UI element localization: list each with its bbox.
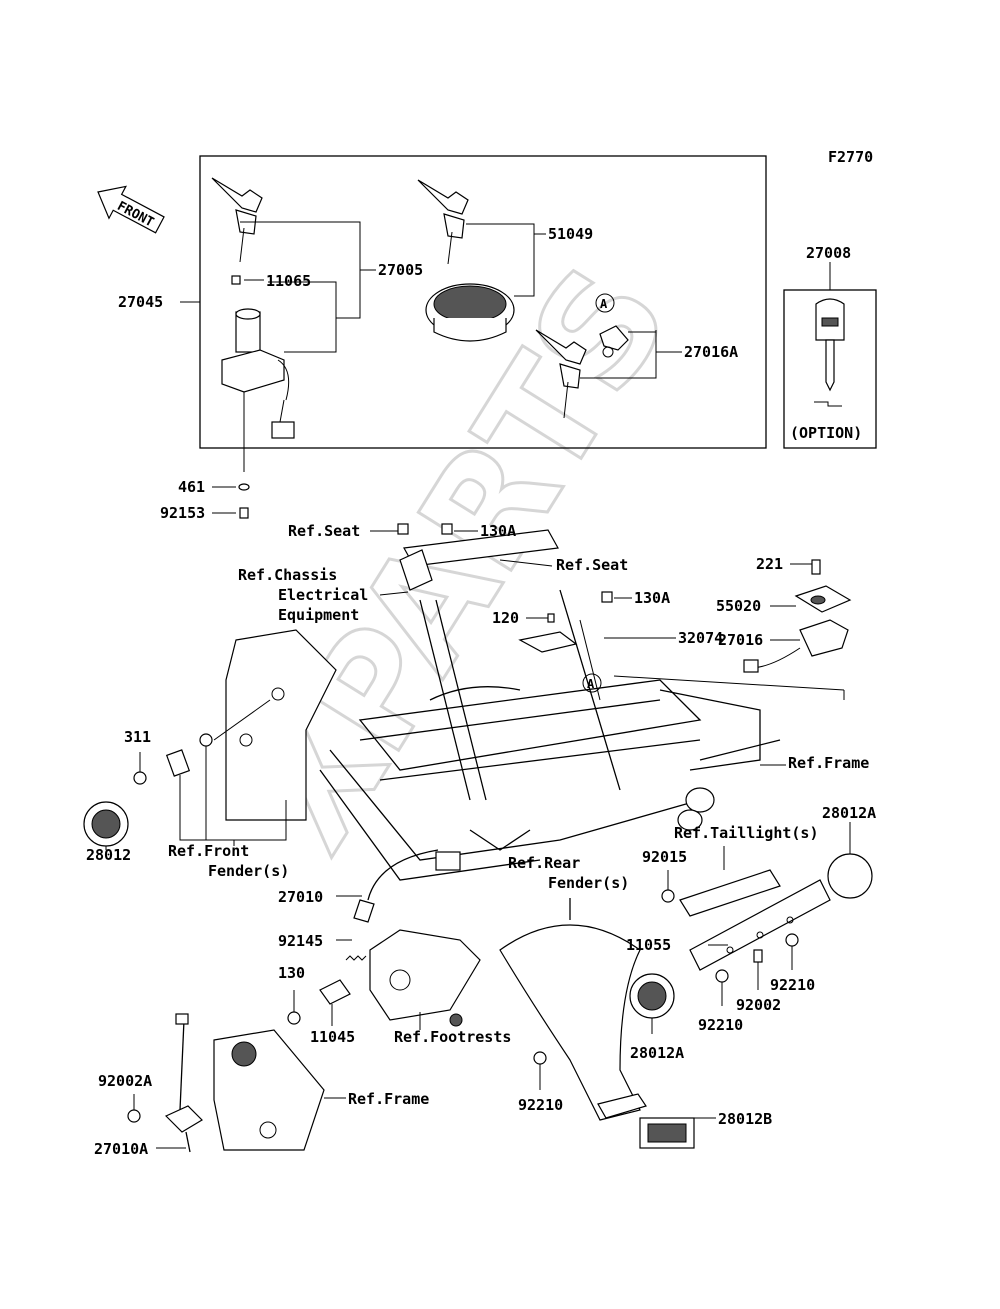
key-icon [535, 329, 587, 419]
frame-icon [319, 529, 845, 881]
callout-92210-2: 92210 [698, 1016, 743, 1034]
callout-27016: 27016 [718, 631, 763, 649]
seat-lock-cylinder-icon [743, 619, 849, 673]
callout-ref-chassis-2: Electrical [278, 586, 368, 604]
callout-32074: 32074 [678, 629, 723, 647]
callout-27005: 27005 [378, 261, 423, 279]
collar-icon [165, 749, 191, 777]
callout-92145: 92145 [278, 932, 323, 950]
callout-ref-front-fender-2: Fender(s) [208, 862, 289, 880]
seat-lock-icon [599, 325, 629, 358]
callout-28012A-2: 28012A [630, 1044, 684, 1062]
reflector-icon [83, 801, 129, 847]
callout-ref-taillight: Ref.Taillight(s) [674, 824, 819, 842]
callout-27010: 27010 [278, 888, 323, 906]
callout-92015: 92015 [642, 848, 687, 866]
footrest-icon [369, 929, 481, 1027]
reflector-icon [827, 853, 873, 899]
license-bracket-icon [679, 869, 831, 971]
callout-221: 221 [756, 555, 783, 573]
callout-130A-1: 130A [480, 522, 516, 540]
marker-a-label: A [587, 677, 595, 691]
callout-11065: 11065 [266, 272, 311, 290]
rear-sensor-icon [164, 1013, 203, 1153]
key-icon [417, 179, 469, 265]
callout-27008: 27008 [806, 244, 851, 262]
callout-130A-2: 130A [634, 589, 670, 607]
callout-ref-footrests: Ref.Footrests [394, 1028, 511, 1046]
seat-lock-cover-icon [794, 585, 852, 613]
callout-ref-frame-1: Ref.Frame [788, 754, 869, 772]
spring-icon [345, 955, 367, 961]
callout-28012: 28012 [86, 846, 131, 864]
callout-28012A-1: 28012A [822, 804, 876, 822]
nut-icon [133, 771, 147, 785]
fuel-cap-icon [425, 283, 515, 342]
washer-icon [199, 733, 213, 747]
nut-icon [533, 1051, 547, 1065]
callout-28012B: 28012B [718, 1110, 772, 1128]
side-stand-switch-icon [353, 849, 461, 923]
ignition-switch-icon [221, 275, 295, 439]
callout-ref-chassis-1: Ref.Chassis [238, 566, 337, 584]
callout-120: 120 [492, 609, 519, 627]
key-icon [211, 177, 263, 263]
callout-11045: 11045 [310, 1028, 355, 1046]
rear-fender-icon [499, 898, 695, 1149]
callout-51049: 51049 [548, 225, 593, 243]
callout-92210-3: 92210 [518, 1096, 563, 1114]
bolt-icon [239, 507, 249, 519]
screw-icon [811, 559, 821, 575]
callout-27045: 27045 [118, 293, 163, 311]
bolt-icon [601, 591, 613, 603]
bolt-icon [547, 613, 555, 623]
bolt-icon [753, 949, 763, 963]
callout-27016A: 27016A [684, 343, 738, 361]
front-fender-icon [225, 629, 337, 821]
bolt-icon [287, 1011, 301, 1025]
callout-130: 130 [278, 964, 305, 982]
nut-icon [661, 889, 675, 903]
frame-bracket-icon [213, 1029, 325, 1151]
figure-code: F2770 [828, 148, 873, 166]
callout-ref-chassis-3: Equipment [278, 606, 359, 624]
callout-92210-1: 92210 [770, 976, 815, 994]
marker-a: A [582, 673, 602, 693]
marker-a-label: A [600, 297, 608, 311]
callout-311: 311 [124, 728, 151, 746]
callout-option: (OPTION) [790, 424, 862, 442]
callout-92002A: 92002A [98, 1072, 152, 1090]
callout-ref-rear-fender-1: Ref.Rear [508, 854, 580, 872]
callout-27010A: 27010A [94, 1140, 148, 1158]
nut-icon [785, 933, 799, 947]
bolt-icon [127, 1109, 141, 1123]
callout-55020: 55020 [716, 597, 761, 615]
bolt-icon [441, 523, 453, 535]
callout-ref-seat-1: Ref.Seat [288, 522, 360, 540]
callout-461: 461 [178, 478, 205, 496]
marker-a: A [595, 293, 615, 313]
callout-92153: 92153 [160, 504, 205, 522]
washer-icon [238, 483, 250, 491]
callout-ref-seat-2: Ref.Seat [556, 556, 628, 574]
option-key-icon [814, 298, 845, 407]
callout-92002: 92002 [736, 996, 781, 1014]
callout-ref-frame-2: Ref.Frame [348, 1090, 429, 1108]
bolt-icon [397, 523, 409, 535]
nut-icon [715, 969, 729, 983]
callout-ref-rear-fender-2: Fender(s) [548, 874, 629, 892]
front-arrow-icon: FRONT [97, 185, 165, 234]
reflector-icon [629, 973, 675, 1019]
bracket-icon [319, 979, 351, 1005]
callout-11055: 11055 [626, 936, 671, 954]
callout-ref-front-fender-1: Ref.Front [168, 842, 249, 860]
